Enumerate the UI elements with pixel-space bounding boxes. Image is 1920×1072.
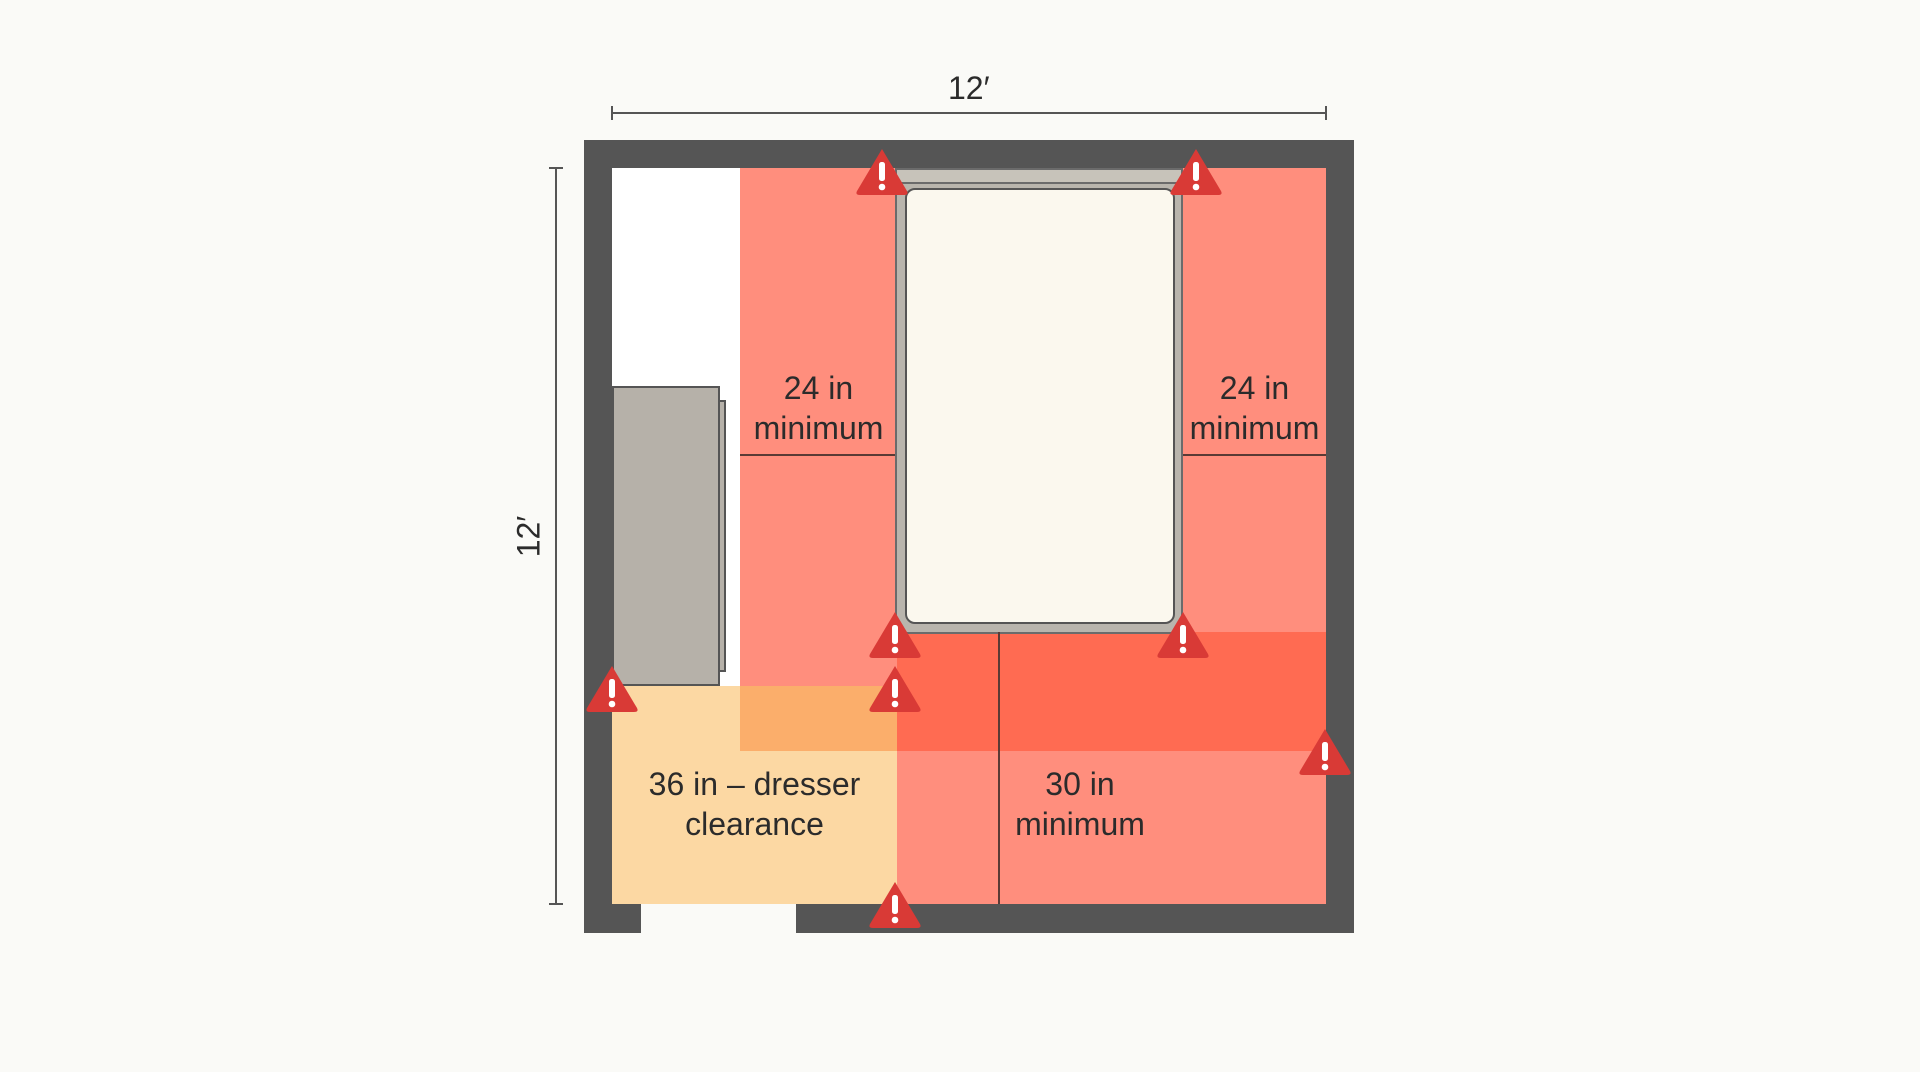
right-clearance-label: 24 in minimum <box>1183 368 1326 448</box>
warning-icon <box>1157 612 1209 658</box>
left-clearance-value: 24 in <box>783 370 854 406</box>
dresser-clearance-caption: clearance <box>685 806 824 842</box>
right-bed-clearance-zone <box>1183 168 1326 632</box>
left-clearance-caption: minimum <box>753 410 884 446</box>
width-dimension-tick-right <box>1325 106 1327 120</box>
right-clearance-value: 24 in <box>1219 370 1290 406</box>
dresser-clearance-value: 36 in – dresser <box>648 766 861 802</box>
width-dimension-tick-left <box>611 106 613 120</box>
height-dimension-tick-bottom <box>549 903 563 905</box>
foot-clearance-label: 30 in minimum <box>990 764 1170 844</box>
width-dimension-label: 12′ <box>948 70 990 106</box>
dresser-clearance-label: 36 in – dresser clearance <box>612 764 897 844</box>
width-dimension-line <box>612 112 1326 114</box>
warning-icon <box>856 149 908 195</box>
left-bed-clearance-zone <box>740 168 897 686</box>
warning-icon <box>1299 729 1351 775</box>
dresser-clearance-overlap <box>740 686 897 751</box>
warning-icon <box>586 666 638 712</box>
warning-icon <box>869 882 921 928</box>
warning-icon <box>869 612 921 658</box>
door-opening <box>641 904 796 934</box>
height-dimension-label: 12′ <box>510 515 547 558</box>
warning-icon <box>1170 149 1222 195</box>
height-dimension-tick-top <box>549 167 563 169</box>
warning-icon <box>869 666 921 712</box>
foot-clearance-overlap-band <box>897 632 1326 751</box>
foot-clearance-caption: minimum <box>1015 806 1145 842</box>
right-clearance-caption: minimum <box>1189 410 1320 446</box>
left-clearance-measure-line <box>740 454 895 456</box>
left-clearance-label: 24 in minimum <box>740 368 897 448</box>
bed-mattress <box>905 188 1175 624</box>
foot-clearance-measure-line <box>998 632 1000 904</box>
dresser-drawer-front <box>718 400 726 672</box>
bed-headboard <box>897 170 1181 184</box>
height-dimension-line <box>555 168 557 904</box>
foot-clearance-value: 30 in <box>1045 766 1115 802</box>
right-clearance-measure-line <box>1183 454 1326 456</box>
dresser <box>612 386 720 686</box>
